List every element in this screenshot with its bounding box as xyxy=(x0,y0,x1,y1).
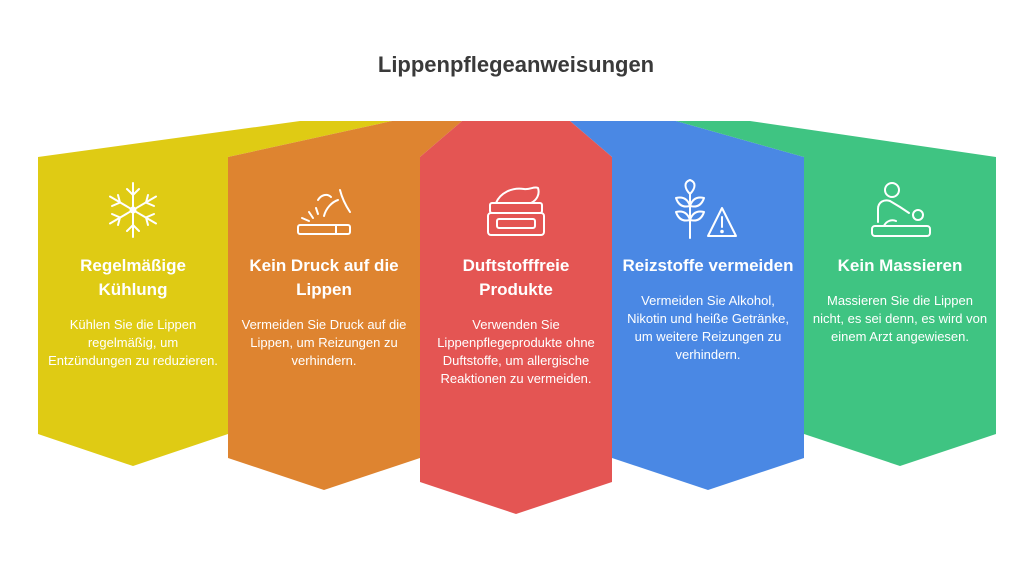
card-avoid-irritants: Reizstoffe vermeiden Vermeiden Sie Alkoh… xyxy=(620,254,796,364)
card-heading: Duftstofffreie Produkte xyxy=(462,256,570,299)
ribbon-flap-green xyxy=(676,121,996,157)
card-no-massage: Kein Massieren Massieren Sie die Lippen … xyxy=(812,254,988,346)
panel-red xyxy=(420,121,612,514)
card-description: Vermeiden Sie Alkohol, Nikotin und heiße… xyxy=(627,293,789,362)
panel-yellow xyxy=(38,157,228,466)
card-description: Verwenden Sie Lippenpflegeprodukte ohne … xyxy=(437,317,595,386)
ribbon-flap-yellow xyxy=(38,121,392,157)
card-description: Massieren Sie die Lippen nicht, es sei d… xyxy=(812,293,988,344)
card-heading: Kein Massieren xyxy=(837,256,963,275)
panel-green xyxy=(804,157,996,466)
card-heading: Kein Druck auf die Lippen xyxy=(249,256,399,299)
ribbon-flap-orange xyxy=(228,121,462,157)
card-cooling: Regelmäßige Kühlung Kühlen Sie die Lippe… xyxy=(45,254,221,370)
panel-blue xyxy=(612,157,804,490)
panel-orange xyxy=(228,157,420,490)
card-heading: Reizstoffe vermeiden xyxy=(622,256,794,275)
plant-warning-icon xyxy=(675,179,737,239)
ribbon-flap-blue xyxy=(570,121,804,157)
card-no-pressure: Kein Druck auf die Lippen Vermeiden Sie … xyxy=(236,254,412,370)
snowflake-icon xyxy=(109,182,157,238)
page-title: Lippenpflegeanweisungen xyxy=(377,52,655,77)
card-fragrance-free: Duftstofffreie Produkte Verwenden Sie Li… xyxy=(428,254,604,388)
lipstick-pressure-icon xyxy=(297,189,351,235)
cream-jar-icon xyxy=(487,186,545,236)
massage-icon xyxy=(871,182,931,237)
card-description: Kühlen Sie die Lippen regelmäßig, um Ent… xyxy=(48,317,218,368)
card-heading: Regelmäßige Kühlung xyxy=(80,256,186,299)
card-description: Vermeiden Sie Druck auf die Lippen, um R… xyxy=(241,317,407,368)
